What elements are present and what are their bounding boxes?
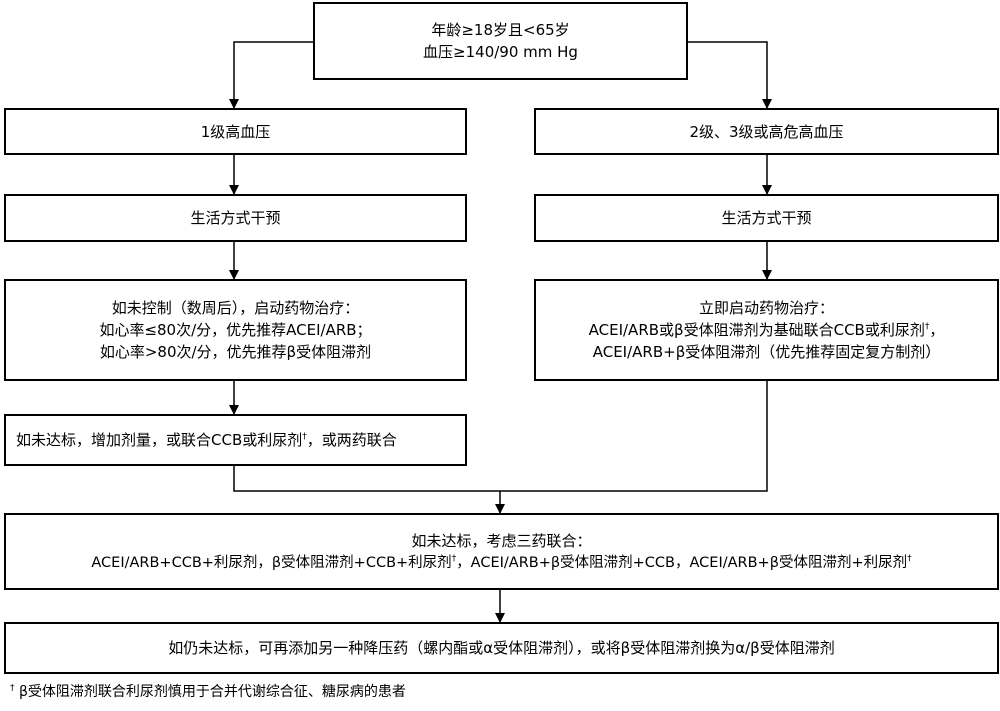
drug-right-line-2-text: ACEI/ARB或β受体阻滞剂为基础联合CCB或利尿剂	[588, 321, 925, 339]
dagger-mark: †	[451, 553, 457, 564]
dagger-mark: †	[924, 322, 930, 332]
drug-right-line-2: ACEI/ARB或β受体阻滞剂为基础联合CCB或利尿剂†，	[589, 319, 945, 341]
node-drug-right: 立即启动药物治疗： ACEI/ARB或β受体阻滞剂为基础联合CCB或利尿剂†， …	[534, 279, 999, 381]
start-line-age: 年龄≥18岁且<65岁	[431, 21, 570, 39]
escalate-left-tail: ，或两药联合	[306, 431, 397, 449]
node-final: 如仍未达标，可再添加另一种降压药（螺内酯或α受体阻滞剂），或将β受体阻滞剂换为α…	[4, 622, 999, 674]
node-grade23: 2级、3级或高危高血压	[534, 108, 999, 155]
escalate-left-line: 如未达标，增加剂量，或联合CCB或利尿剂†，或两药联合	[16, 429, 397, 451]
node-drug-left: 如未控制（数周后），启动药物治疗： 如心率≤80次/分，优先推荐ACEI/ARB…	[4, 279, 467, 381]
arrow-start-to-grade23	[688, 41, 772, 109]
drug-right-line-3: ACEI/ARB+β受体阻滞剂（优先推荐固定复方制剂）	[592, 343, 941, 361]
drug-left-line-3: 如心率>80次/分，优先推荐β受体阻滞剂	[99, 343, 372, 361]
triple-line-2: ACEI/ARB+CCB+利尿剂，β受体阻滞剂+CCB+利尿剂†，ACEI/AR…	[91, 552, 911, 574]
merge-left	[233, 466, 500, 492]
lifestyle-left-label: 生活方式干预	[190, 209, 281, 227]
lifestyle-right-label: 生活方式干预	[721, 209, 812, 227]
final-line: 如仍未达标，可再添加另一种降压药（螺内酯或α受体阻滞剂），或将β受体阻滞剂换为α…	[168, 639, 835, 657]
node-lifestyle-right: 生活方式干预	[534, 194, 999, 242]
node-escalate-left: 如未达标，增加剂量，或联合CCB或利尿剂†，或两药联合	[4, 414, 467, 466]
drug-right-line-2-tail: ，	[929, 321, 945, 339]
footnote-text: β受体阻滞剂联合利尿剂慎用于合并代谢综合征、糖尿病的患者	[14, 684, 406, 700]
grade1-label: 1级高血压	[200, 122, 271, 141]
triple-line-2-a: ACEI/ARB+CCB+利尿剂，β受体阻滞剂+CCB+利尿剂	[91, 554, 452, 571]
grade23-label: 2级、3级或高危高血压	[689, 122, 844, 141]
triple-line-1: 如未达标，考虑三药联合：	[411, 531, 592, 550]
dagger-mark: †	[302, 432, 307, 442]
node-start: 年龄≥18岁且<65岁 血压≥140/90 mm Hg	[313, 2, 688, 80]
drug-right-line-1: 立即启动药物治疗：	[698, 299, 834, 317]
drug-left-line-1: 如未控制（数周后），启动药物治疗：	[111, 299, 360, 317]
triple-line-2-b: ，ACEI/ARB+β受体阻滞剂+CCB，ACEI/ARB+β受体阻滞剂+利尿剂	[456, 554, 908, 571]
dagger-mark: †	[907, 553, 912, 564]
escalate-left-text: 如未达标，增加剂量，或联合CCB或利尿剂	[16, 431, 303, 449]
start-line-bp: 血压≥140/90 mm Hg	[423, 43, 578, 61]
merge-right	[500, 381, 768, 492]
arrow-start-to-grade1	[229, 41, 313, 109]
node-lifestyle-left: 生活方式干预	[4, 194, 467, 242]
node-triple: 如未达标，考虑三药联合： ACEI/ARB+CCB+利尿剂，β受体阻滞剂+CCB…	[4, 513, 999, 590]
footnote-dagger: †	[10, 683, 15, 694]
drug-left-line-2: 如心率≤80次/分，优先推荐ACEI/ARB；	[99, 321, 372, 339]
footnote: † β受体阻滞剂联合利尿剂慎用于合并代谢综合征、糖尿病的患者	[10, 681, 406, 703]
node-grade1: 1级高血压	[4, 108, 467, 155]
